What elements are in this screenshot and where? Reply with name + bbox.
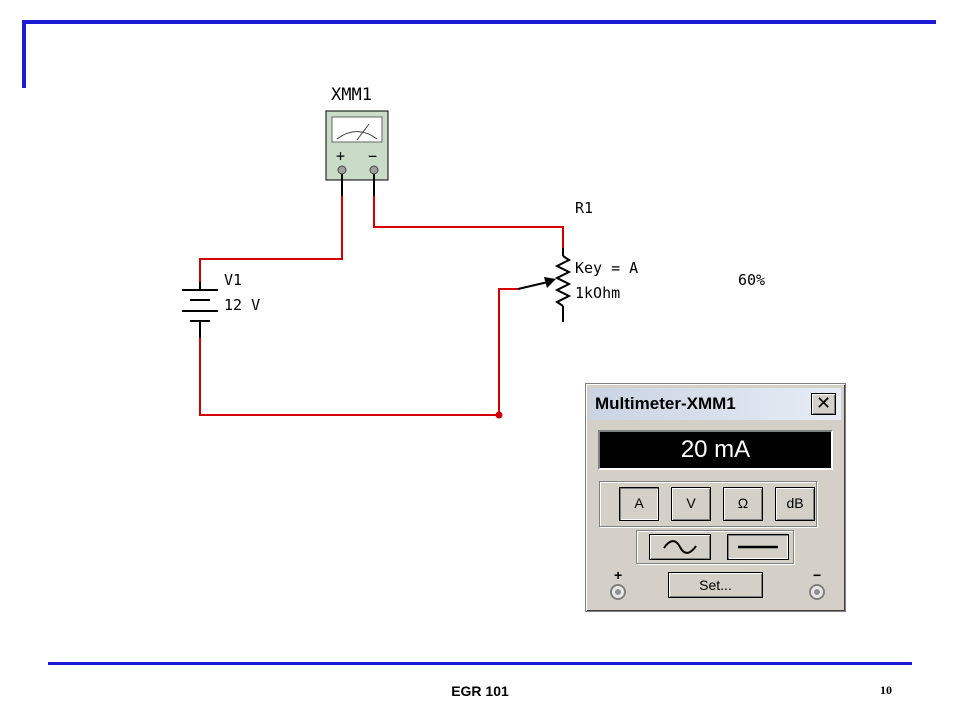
resistor-value: 1kOhm — [575, 284, 620, 302]
meter-plus-sign: + — [336, 147, 345, 165]
page-number: 10 — [880, 683, 892, 697]
dc-mode-button[interactable] — [727, 534, 789, 560]
minus-terminal[interactable] — [809, 584, 825, 600]
resistor-percent: 60% — [738, 271, 765, 289]
multimeter-symbol — [325, 110, 389, 196]
resistor-key: Key = A — [575, 259, 638, 277]
meter-minus-sign: − — [368, 147, 377, 165]
footer-divider — [48, 662, 912, 665]
multimeter-readout: 20 mA — [680, 436, 751, 463]
minus-terminal-label: − — [813, 567, 822, 583]
slide-top-border — [22, 20, 936, 24]
footer-course: EGR 101 — [451, 683, 509, 699]
ac-wave-icon — [663, 540, 697, 554]
signal-type-group — [636, 530, 794, 564]
decibel-mode-button[interactable]: dB — [775, 487, 815, 521]
source-value: 12 V — [224, 296, 260, 314]
meter-label: XMM1 — [331, 85, 372, 105]
wire-meter-plus-to-battery — [199, 196, 343, 282]
multimeter-display: 20 mA — [598, 430, 833, 470]
plus-terminal-label: + — [614, 567, 623, 583]
wire-junction-to-wiper — [498, 288, 518, 415]
wire-meter-minus-to-resistor — [373, 196, 564, 248]
voltmeter-mode-button[interactable]: V — [671, 487, 711, 521]
source-name: V1 — [224, 271, 242, 289]
close-button[interactable]: ✕ — [811, 393, 836, 415]
wiper-arrowhead — [544, 277, 556, 288]
ohmmeter-mode-button[interactable]: Ω — [723, 487, 763, 521]
set-button[interactable]: Set... — [668, 572, 763, 598]
multimeter-window: Multimeter-XMM1 ✕ 20 mA A V Ω dB Set... … — [585, 383, 846, 612]
wire-battery-bottom-to-junction — [199, 338, 499, 416]
multimeter-titlebar[interactable]: Multimeter-XMM1 ✕ — [590, 388, 841, 420]
mode-button-group: A V Ω dB — [599, 481, 817, 527]
potentiometer-symbol — [517, 248, 572, 322]
wires — [199, 196, 564, 416]
close-icon: ✕ — [815, 393, 832, 414]
multimeter-title: Multimeter-XMM1 — [595, 394, 736, 413]
ammeter-mode-button[interactable]: A — [619, 487, 659, 521]
wire-junction-dot — [495, 411, 503, 419]
dc-line-icon — [738, 545, 778, 549]
ac-mode-button[interactable] — [649, 534, 711, 560]
resistor-name: R1 — [575, 199, 593, 217]
plus-terminal[interactable] — [610, 584, 626, 600]
slide-left-border — [22, 20, 26, 88]
battery-symbol — [182, 282, 218, 338]
